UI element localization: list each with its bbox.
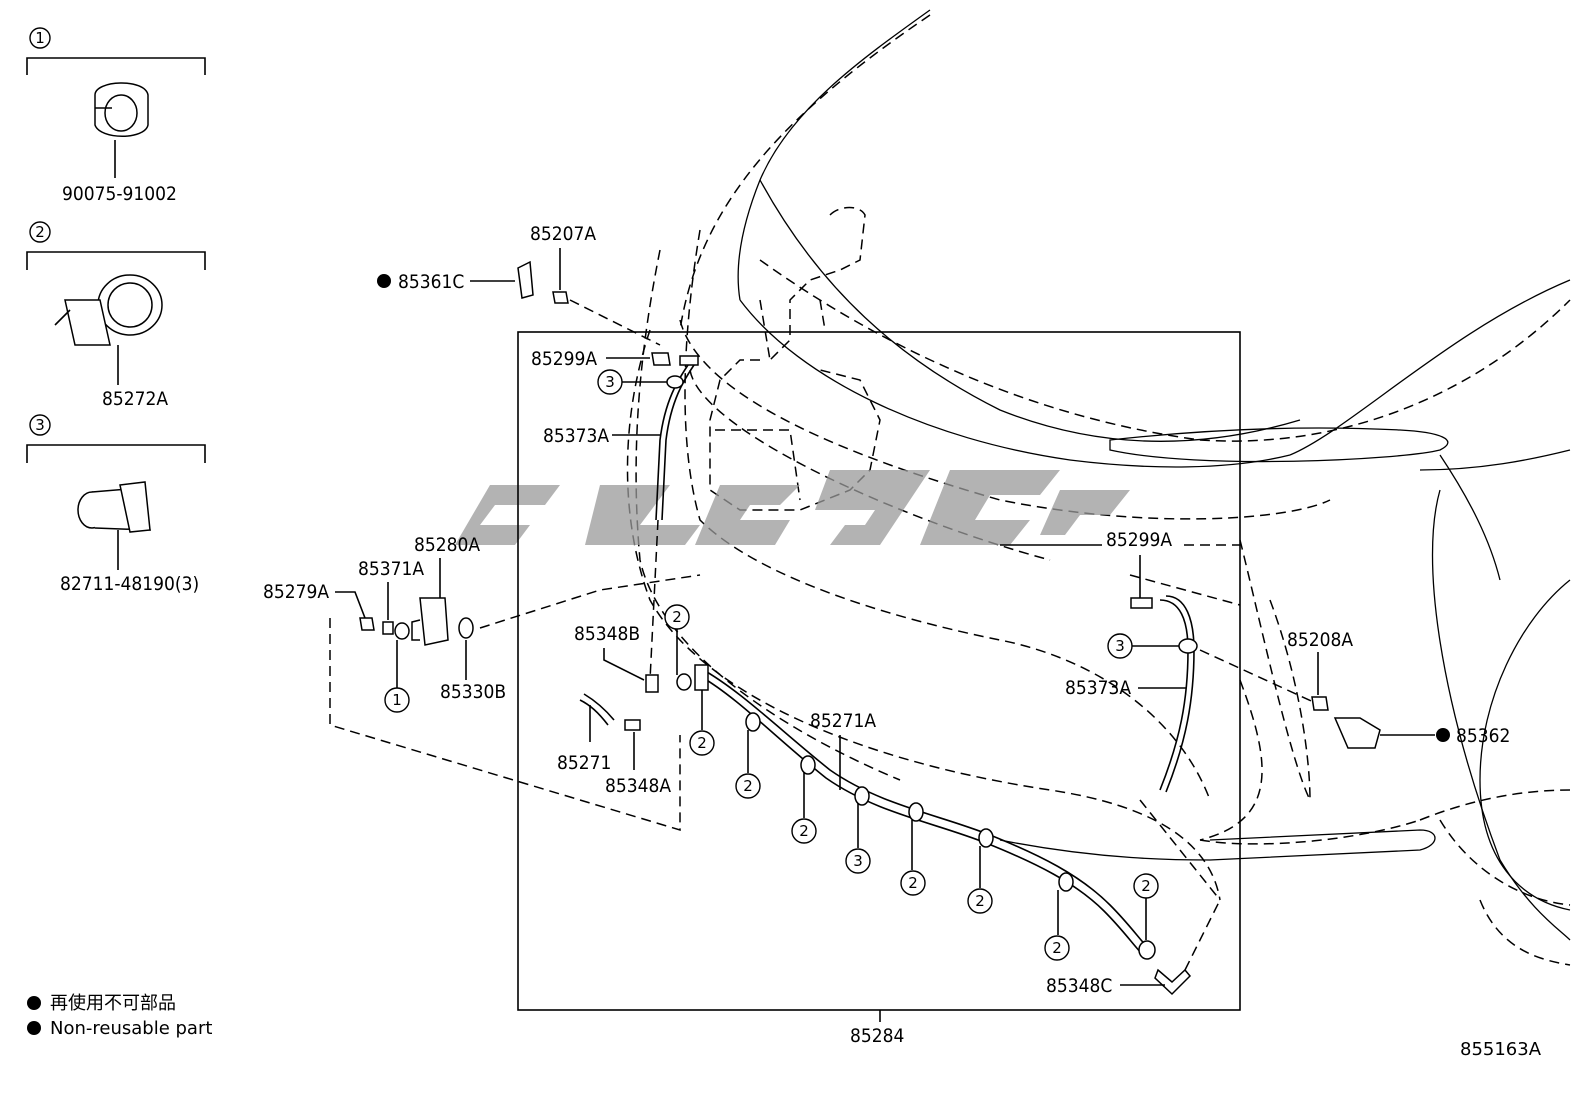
label-85284: 85284 bbox=[850, 1025, 904, 1047]
legend-part-3: 82711-48190(3) bbox=[60, 573, 199, 595]
label-85348B: 85348B bbox=[574, 623, 640, 645]
legend-marker-2 bbox=[29, 221, 51, 243]
svg-text:2: 2 bbox=[1141, 877, 1151, 895]
vehicle-body-outline bbox=[626, 9, 1571, 966]
clip-legend: 1 90075-91002 2 85272A 3 827 bbox=[26, 27, 206, 595]
clip-85272A-icon bbox=[54, 274, 163, 346]
svg-text:2: 2 bbox=[975, 892, 985, 910]
label-85373A-left: 85373A bbox=[543, 425, 609, 447]
svg-text:2: 2 bbox=[1052, 939, 1062, 957]
label-85348A: 85348A bbox=[605, 775, 671, 797]
washer-pump-85280A: 85280A 85330B 85371A 1 85279A bbox=[263, 534, 701, 832]
non-reusable-dot-right bbox=[1436, 728, 1450, 742]
legend-dot-en bbox=[27, 1021, 41, 1035]
assembly-frame-85284: 85284 bbox=[517, 331, 1241, 1047]
hose-right-85373A: 85299A 3 85373A bbox=[1000, 529, 1321, 793]
non-reusable-dot bbox=[377, 274, 391, 288]
legend-marker-3-num: 3 bbox=[35, 416, 45, 434]
label-85280A: 85280A bbox=[414, 534, 480, 556]
label-85271: 85271 bbox=[557, 752, 611, 774]
diagram-code: 855163A bbox=[1460, 1039, 1542, 1060]
label-85208A: 85208A bbox=[1287, 629, 1353, 651]
label-85361C: 85361C bbox=[398, 271, 464, 293]
legend-marker-2-num: 2 bbox=[35, 223, 45, 241]
svg-text:1: 1 bbox=[392, 691, 402, 709]
hose-85271A: 85271A 2 2 2 3 2 2 2 2 bbox=[689, 664, 1159, 961]
clip-90075-icon bbox=[94, 82, 149, 137]
svg-text:2: 2 bbox=[799, 822, 809, 840]
clip-marker-1-pump bbox=[384, 687, 410, 713]
legend-marker-1 bbox=[29, 27, 51, 49]
label-85371A: 85371A bbox=[358, 558, 424, 580]
clip-marker-2-e bbox=[900, 870, 926, 896]
label-85362: 85362 bbox=[1456, 725, 1510, 747]
bracket-85361C: 85361C 85207A bbox=[377, 223, 661, 346]
footnotes: 再使用不可部品 Non-reusable part 855163A bbox=[27, 993, 1542, 1060]
label-85207A: 85207A bbox=[530, 223, 596, 245]
non-reusable-en: Non-reusable part bbox=[50, 1018, 212, 1039]
label-85299A-right: 85299A bbox=[1106, 529, 1172, 551]
svg-text:2: 2 bbox=[908, 874, 918, 892]
svg-text:3: 3 bbox=[1115, 637, 1125, 655]
label-85330B: 85330B bbox=[440, 681, 506, 703]
clip-82711-icon bbox=[77, 481, 151, 533]
svg-text:3: 3 bbox=[853, 852, 863, 870]
svg-text:2: 2 bbox=[743, 777, 753, 795]
clip-marker-2-c bbox=[735, 773, 761, 799]
label-85299A-left: 85299A bbox=[531, 348, 597, 370]
svg-text:3: 3 bbox=[605, 373, 615, 391]
bracket-85362: 85208A 85362 bbox=[1287, 629, 1510, 749]
non-reusable-jp: 再使用不可部品 bbox=[50, 993, 176, 1014]
legend-part-1: 90075-91002 bbox=[62, 183, 177, 205]
label-85348C: 85348C bbox=[1046, 975, 1112, 997]
svg-text:2: 2 bbox=[672, 608, 682, 626]
label-85279A: 85279A bbox=[263, 581, 329, 603]
clip-marker-2-g bbox=[1044, 935, 1070, 961]
clip-marker-2-f bbox=[967, 888, 993, 914]
legend-marker-3 bbox=[29, 414, 51, 436]
nozzle-hose-left: 85348B 2 85271 85348A bbox=[557, 604, 692, 797]
label-85373A-right: 85373A bbox=[1065, 677, 1131, 699]
washer-tank bbox=[709, 206, 881, 511]
legend-dot-jp bbox=[27, 996, 41, 1010]
label-85271A: 85271A bbox=[810, 710, 876, 732]
nozzle-85348C: 85348C bbox=[1046, 899, 1221, 997]
legend-part-2: 85272A bbox=[102, 388, 168, 410]
clip-marker-3-mid bbox=[845, 848, 871, 874]
svg-text:2: 2 bbox=[697, 734, 707, 752]
hose-left-85373A: 85299A 3 85373A bbox=[531, 348, 699, 681]
clip-marker-2-b bbox=[689, 730, 715, 756]
legend-marker-1-num: 1 bbox=[35, 29, 45, 47]
clip-marker-2-d bbox=[791, 818, 817, 844]
watermark-logo bbox=[455, 470, 1130, 545]
